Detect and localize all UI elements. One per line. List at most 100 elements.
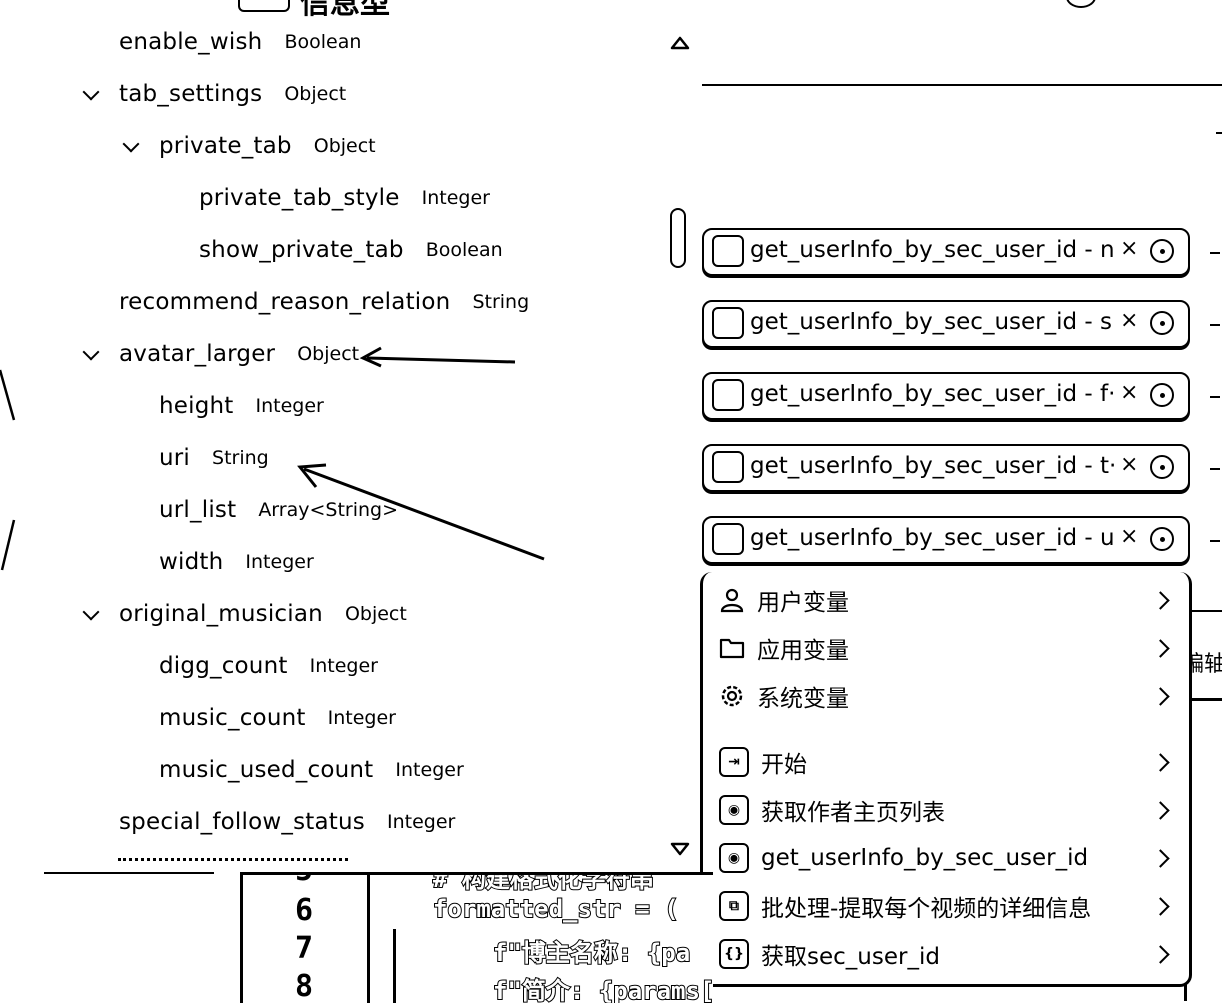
- tree-row-special-follow-status[interactable]: special_follow_status Integer: [119, 802, 455, 842]
- field-name: private_tab_style: [199, 185, 400, 211]
- chevron-right-icon: [1151, 752, 1170, 772]
- variable-chip[interactable]: get_userInfo_by_sec_user_id - f· ×: [702, 372, 1190, 420]
- row-dash: [1210, 540, 1220, 542]
- tree-row-private-tab[interactable]: private_tab Object: [159, 126, 376, 166]
- field-name: avatar_larger: [119, 341, 276, 367]
- menu-item-user-variables[interactable]: 用户变量: [719, 578, 1173, 622]
- line-number: 6: [295, 893, 314, 928]
- tree-row-width[interactable]: width Integer: [159, 542, 314, 582]
- scroll-up-arrow[interactable]: [670, 34, 690, 50]
- chevron-right-icon: [1151, 686, 1170, 706]
- menu-item-node-author-list[interactable]: ◉ 获取作者主页列表: [719, 788, 1173, 832]
- menu-item-app-variables[interactable]: 应用变量: [719, 626, 1173, 670]
- variable-chip[interactable]: get_userInfo_by_sec_user_id - u ×: [702, 516, 1190, 564]
- gutter-divider: [367, 875, 370, 1003]
- chip-label: get_userInfo_by_sec_user_id - n: [750, 237, 1115, 263]
- tree-row-recommend-reason-relation[interactable]: recommend_reason_relation String: [119, 282, 529, 322]
- variable-chip[interactable]: get_userInfo_by_sec_user_id - t· ×: [702, 444, 1190, 492]
- option-icon[interactable]: [1150, 383, 1174, 407]
- field-name: height: [159, 393, 234, 419]
- panel-mark: [1216, 132, 1222, 134]
- annotation-arrow: [359, 346, 516, 368]
- close-icon[interactable]: ×: [1120, 452, 1139, 477]
- chevron-down-icon[interactable]: [82, 603, 100, 621]
- tree-row-music-used-count[interactable]: music_used_count Integer: [159, 750, 464, 790]
- tree-row-avatar-larger[interactable]: avatar_larger Object: [119, 334, 359, 374]
- chevron-down-icon[interactable]: [82, 83, 100, 101]
- chevron-right-icon: [1151, 896, 1170, 916]
- left-edge-mark: [0, 369, 16, 571]
- chevron-down-icon[interactable]: [82, 343, 100, 361]
- variable-chip[interactable]: get_userInfo_by_sec_user_id - n ×: [702, 228, 1190, 276]
- header-title-fragment: 信息型: [300, 0, 390, 21]
- tree-row-show-private-tab[interactable]: show_private_tab Boolean: [199, 230, 503, 270]
- field-type: Boolean: [425, 239, 503, 261]
- plugin-node-icon: ◉: [719, 795, 749, 825]
- menu-item-label: get_userInfo_by_sec_user_id: [761, 845, 1089, 871]
- tree-row-music-count[interactable]: music_count Integer: [159, 698, 396, 738]
- plugin-icon: [712, 235, 744, 267]
- batch-node-icon: ⧉: [719, 891, 749, 921]
- chevron-right-icon: [1151, 800, 1170, 820]
- menu-item-label: 系统变量: [757, 686, 849, 712]
- menu-item-system-variables[interactable]: 系统变量: [719, 674, 1173, 718]
- panel-divider: [702, 84, 1222, 86]
- option-icon[interactable]: [1150, 455, 1174, 479]
- tree-row-original-musician[interactable]: original_musician Object: [119, 594, 407, 634]
- menu-item-node-get-sec-user-id[interactable]: {} 获取sec_user_id: [719, 932, 1173, 976]
- menu-item-label: 获取作者主页列表: [761, 800, 945, 826]
- close-icon[interactable]: ×: [1120, 524, 1139, 549]
- field-name: music_used_count: [159, 757, 374, 783]
- field-type: Object: [297, 343, 360, 365]
- menu-item-label: 获取sec_user_id: [761, 944, 940, 970]
- chevron-down-icon[interactable]: [122, 135, 140, 153]
- tree-row-tab-settings[interactable]: tab_settings Object: [119, 74, 346, 114]
- field-name: special_follow_status: [119, 809, 365, 835]
- menu-item-node-start[interactable]: ⇥ 开始: [719, 740, 1173, 784]
- field-type: Integer: [245, 551, 314, 573]
- chip-label: get_userInfo_by_sec_user_id - t·: [750, 453, 1117, 479]
- code-node-icon: {}: [719, 939, 749, 969]
- line-number: 8: [295, 969, 314, 1003]
- chip-label: get_userInfo_by_sec_user_id - s: [750, 309, 1113, 335]
- tree-row-height[interactable]: height Integer: [159, 386, 324, 426]
- menu-item-node-batch[interactable]: ⧉ 批处理-提取每个视频的详细信息: [719, 884, 1173, 928]
- option-icon[interactable]: [1150, 311, 1174, 335]
- menu-item-label: 开始: [761, 752, 807, 778]
- field-type: Boolean: [284, 31, 362, 53]
- tree-row-uri[interactable]: uri String: [159, 438, 269, 478]
- header-icon-fragment: [238, 0, 290, 12]
- header-circle-fragment: [1066, 0, 1096, 8]
- chip-label: get_userInfo_by_sec_user_id - u: [750, 525, 1115, 551]
- field-type: String: [212, 447, 269, 469]
- field-name: uri: [159, 445, 191, 471]
- menu-item-node-get-userinfo[interactable]: ◉ get_userInfo_by_sec_user_id: [719, 836, 1173, 880]
- field-type: Integer: [309, 655, 378, 677]
- field-type: Integer: [255, 395, 324, 417]
- menu-item-label: 用户变量: [757, 590, 849, 616]
- field-type: Integer: [421, 187, 490, 209]
- field-type: Integer: [395, 759, 464, 781]
- code-line: formatted_str = (: [432, 894, 680, 924]
- variable-chip[interactable]: get_userInfo_by_sec_user_id - s ×: [702, 300, 1190, 348]
- close-icon[interactable]: ×: [1120, 308, 1139, 333]
- field-name: tab_settings: [119, 81, 263, 107]
- tree-row-enable-wish[interactable]: enable_wish Boolean: [119, 22, 361, 62]
- plugin-icon: [712, 379, 744, 411]
- code-line: f"博主名称: {pa: [492, 938, 691, 968]
- field-type: Object: [313, 135, 376, 157]
- tree-row-private-tab-style[interactable]: private_tab_style Integer: [199, 178, 490, 218]
- option-icon[interactable]: [1150, 527, 1174, 551]
- close-icon[interactable]: ×: [1120, 236, 1139, 261]
- row-dash: [1210, 252, 1220, 254]
- row-dash: [1210, 324, 1220, 326]
- scroll-down-arrow[interactable]: [670, 842, 690, 858]
- tree-row-digg-count[interactable]: digg_count Integer: [159, 646, 378, 686]
- field-name: url_list: [159, 497, 237, 523]
- scrollbar-thumb[interactable]: [670, 208, 686, 268]
- code-line: f"简介: {params['signature']}\n: [492, 976, 713, 1003]
- option-icon[interactable]: [1150, 239, 1174, 263]
- close-icon[interactable]: ×: [1120, 380, 1139, 405]
- plugin-icon: [712, 307, 744, 339]
- tree-row-url-list[interactable]: url_list Array<String>: [159, 490, 398, 530]
